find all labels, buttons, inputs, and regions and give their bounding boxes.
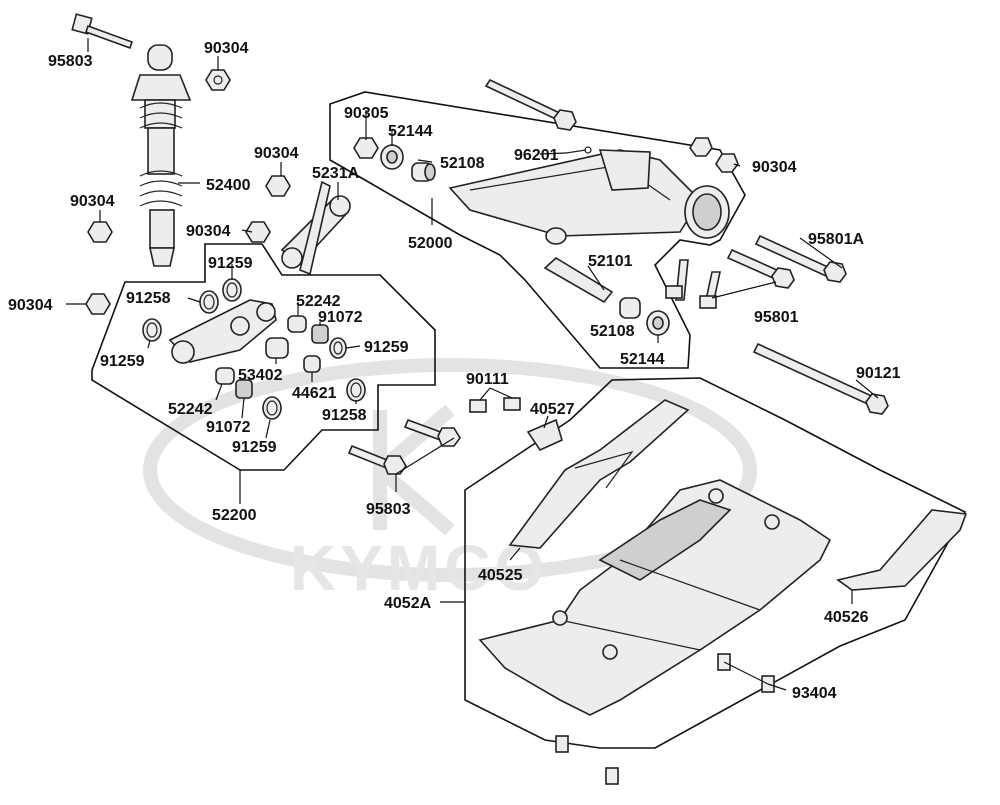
bolt-95803-lower (347, 418, 461, 475)
kymco-watermark: KYMCO (143, 358, 757, 604)
label-53402: 53402 (238, 367, 283, 384)
swing-arm-52000 (448, 149, 730, 245)
bolt-90121 (752, 342, 889, 415)
label-90304-e: 90304 (186, 223, 231, 240)
label-40527: 40527 (530, 401, 575, 418)
label-52101: 52101 (588, 253, 633, 270)
label-91258-b: 91258 (322, 407, 367, 424)
nut-90304-b (689, 137, 739, 173)
nut-90304-c (265, 175, 291, 197)
label-90304-d: 90304 (70, 193, 115, 210)
bracket-40527 (526, 418, 563, 452)
spacer-52108-a (411, 162, 436, 182)
label-40526: 40526 (824, 609, 869, 626)
label-91259-c: 91259 (364, 339, 409, 356)
bracket-40525 (508, 399, 690, 549)
bolt-90304-top-right (484, 78, 577, 131)
nut-90304-d (87, 221, 113, 243)
label-52108-a: 52108 (440, 155, 485, 172)
label-90111: 90111 (466, 371, 509, 388)
washer-91258-a (199, 290, 219, 314)
spacer-52108-b (619, 297, 641, 319)
label-4052A: 4052A (384, 595, 432, 612)
collar-52242-a (287, 315, 307, 333)
nut-90304-e (245, 221, 271, 243)
label-91259-d: 91259 (232, 439, 277, 456)
label-90305: 90305 (344, 105, 389, 122)
label-91072-a: 91072 (318, 309, 363, 326)
label-96201: 96201 (514, 147, 559, 164)
link-arm-52200 (168, 299, 277, 364)
screws-90111 (469, 397, 521, 413)
bracket-40526 (836, 509, 968, 591)
washer-91259-a (222, 278, 242, 302)
washer-91258-b (346, 378, 366, 402)
label-90304-b: 90304 (752, 159, 797, 176)
label-95803-top: 95803 (48, 53, 93, 70)
label-91259-b: 91259 (100, 353, 145, 370)
label-91258-a: 91258 (126, 290, 171, 307)
label-40525: 40525 (478, 567, 523, 584)
label-52200: 52200 (212, 507, 257, 524)
label-52144-b: 52144 (620, 351, 665, 368)
label-91259-a: 91259 (208, 255, 253, 272)
bushing-52144-a (380, 144, 404, 170)
collar-44621 (303, 355, 321, 373)
link-5231A (280, 180, 351, 276)
bushing-53402 (265, 337, 289, 359)
label-90304-c: 90304 (254, 145, 299, 162)
label-52000: 52000 (408, 235, 453, 252)
under-cover-4052A (478, 479, 832, 716)
group-outline-52200 (91, 243, 436, 471)
shock-absorber (130, 44, 192, 267)
nut-90304-a (205, 69, 231, 91)
label-52400: 52400 (206, 177, 251, 194)
collar-52242-b (215, 367, 235, 385)
axle-52101 (543, 257, 614, 304)
label-5231A: 5231A (312, 165, 360, 182)
part-labels: 95803 90304 90305 52144 52108 96201 9030… (8, 40, 901, 702)
label-95803-lower: 95803 (366, 501, 411, 518)
leader-lines (66, 38, 879, 691)
label-52144-a: 52144 (388, 123, 433, 140)
label-93404: 93404 (792, 685, 837, 702)
label-95801: 95801 (754, 309, 799, 326)
pin-96201 (565, 146, 592, 154)
label-52108-b: 52108 (590, 323, 635, 340)
group-outline-52000 (329, 91, 746, 369)
bearing-91072-a (311, 324, 329, 344)
washer-91259-c (329, 337, 347, 359)
label-52242-a: 52242 (296, 293, 341, 310)
label-52242-b: 52242 (168, 401, 213, 418)
label-90304-a: 90304 (204, 40, 249, 57)
nut-90305 (353, 137, 379, 159)
bolt-95803-top (71, 13, 134, 50)
watermark-text: KYMCO (290, 532, 548, 604)
label-90121: 90121 (856, 365, 901, 382)
label-44621: 44621 (292, 385, 337, 402)
washer-91259-d (262, 396, 282, 420)
label-95801A: 95801A (808, 231, 864, 248)
bushing-52144-b (646, 310, 670, 336)
label-90304-f: 90304 (8, 297, 53, 314)
washer-91259-b (142, 318, 162, 342)
nut-90304-f (85, 293, 111, 315)
bolt-95801 (665, 248, 795, 309)
bolt-95801A (754, 234, 847, 283)
label-91072-b: 91072 (206, 419, 251, 436)
